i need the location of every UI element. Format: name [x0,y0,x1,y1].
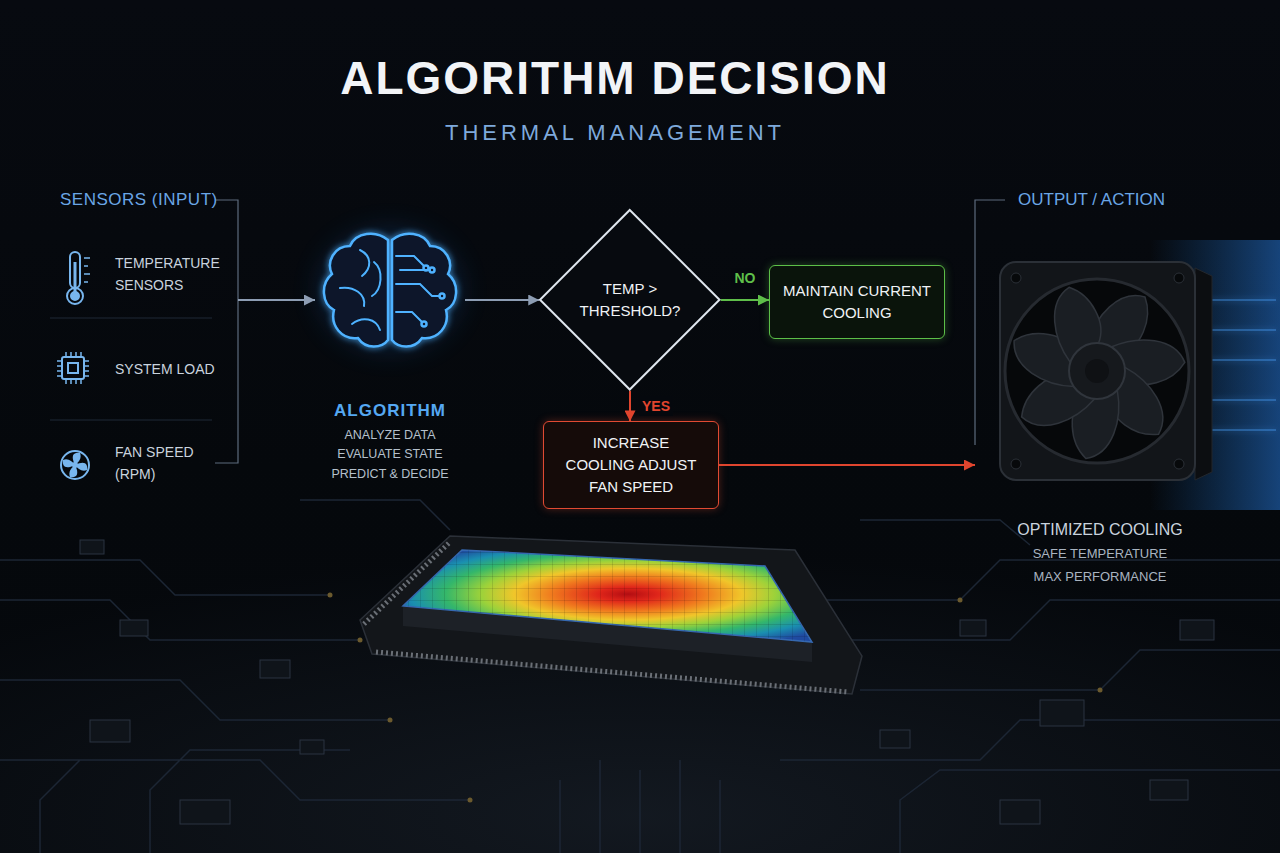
block-heading: ALGORITHM [334,400,446,422]
fan-shroud [1005,279,1189,463]
heatmap-grid [403,550,812,642]
fan-hub [1069,343,1125,399]
screw-hole [1174,273,1184,283]
component [1040,700,1084,726]
pad [358,638,363,643]
fan-frame [1000,262,1195,480]
component [90,720,130,742]
component [180,800,230,824]
circuit-node [422,322,427,327]
subtitle: THERMAL MANAGEMENT [0,119,1230,147]
screw-hole [1011,459,1021,469]
diagram-title: ALGORITHM DECISION [0,50,1230,106]
thermometer-core [71,292,79,300]
edge-label: YES [639,396,673,416]
thermometer-fill [74,262,77,292]
chip-icon [57,352,89,384]
pad [388,718,393,723]
fan-depth [1195,268,1212,480]
sensor-label: TEMPERATURE SENSORS [115,252,235,297]
brain-circuits [396,256,440,322]
component [1000,800,1040,824]
pad [468,798,473,803]
circuit-node [440,294,445,299]
screw-hole [1011,273,1021,283]
fan-blades [1012,285,1187,461]
brain-left [324,234,388,347]
flow-arrow [719,464,975,466]
component [80,540,104,554]
action-text: MAINTAIN CURRENT COOLING [782,280,932,324]
fan-icon-hub [72,462,78,468]
result-heading: OPTIMIZED COOLING [1000,518,1200,542]
diamond-outline [539,209,721,391]
algorithm-block: ALGORITHM ANALYZE DATA EVALUATE STATE PRE… [315,228,465,500]
sensor-item: SYSTEM LOAD [60,339,235,399]
circuit-traces [0,500,1280,853]
flow-arrow [721,299,769,301]
maintain-box: MAINTAIN CURRENT COOLING [769,265,945,339]
brain-icon [324,234,456,347]
sensor-group: SENSORS (INPUT) TEMPERATURE SENSORS SYSTEM… [45,185,238,497]
chip-icon-pins [57,352,89,384]
diamond-shape [540,210,720,390]
screw-hole [1174,459,1184,469]
output-panel: OUTPUT / ACTION OPTIMIZED COOLINGSAFE TEM… [975,185,1240,600]
sensor-item: FAN SPEED (RPM) [60,433,235,493]
sensor-item: TEMPERATURE SENSORS [60,244,235,304]
decision-text: TEMP > THRESHOLD? [574,278,686,322]
pad [1098,688,1103,693]
pad [958,598,963,603]
sensor-label: FAN SPEED (RPM) [115,441,235,486]
chip-core [68,363,78,373]
component [1150,780,1188,800]
fan-screws [1011,273,1184,469]
block-body: ANALYZE DATA EVALUATE STATE PREDICT & DE… [323,426,457,484]
brain-glow [320,230,460,350]
fan-icon [61,451,89,479]
flow-arrow [465,299,539,301]
input-bracket [215,200,238,463]
component [300,740,324,754]
component [260,660,290,678]
edge-label-patch: NO [731,268,758,288]
sensor-label: SYSTEM LOAD [115,358,215,380]
fan-icon-ring [61,451,89,479]
title-area: ALGORITHM DECISION [0,50,1230,106]
circuit-node [430,268,435,273]
board-components [80,540,1214,824]
flow-arrow [238,299,315,301]
edge-label-patch: YES [639,396,673,416]
thermometer-ticks [84,258,90,282]
chip-outline [62,357,84,379]
chip-pins [364,542,848,692]
brain-right [392,234,456,347]
action-text: INCREASE COOLING ADJUST FAN SPEED [556,432,706,497]
thermometer-icon [67,252,90,304]
flow-arrow [629,391,631,422]
label-area: THERMAL MANAGEMENT [0,119,1230,147]
brain-gyri [340,250,381,330]
result-body: SAFE TEMPERATURE MAX PERFORMANCE [1025,542,1175,588]
pad [328,593,333,598]
chip-heatmap [403,550,812,642]
component [120,620,148,636]
component [960,620,986,636]
edge-label: NO [731,268,758,288]
circuit-board [0,480,1280,853]
airflow-streaks [1205,300,1276,430]
component [880,730,910,748]
fan-hub-center [1085,359,1109,383]
component [1180,620,1214,640]
action-box: INCREASE COOLING ADJUST FAN SPEED [543,421,719,508]
decision-diamond: TEMP > THRESHOLD? [539,209,721,391]
group-heading: OUTPUT / ACTION [1018,185,1165,215]
circuit-node [424,266,429,271]
chip-substrate [360,536,862,694]
group-heading: SENSORS (INPUT) [60,185,238,215]
